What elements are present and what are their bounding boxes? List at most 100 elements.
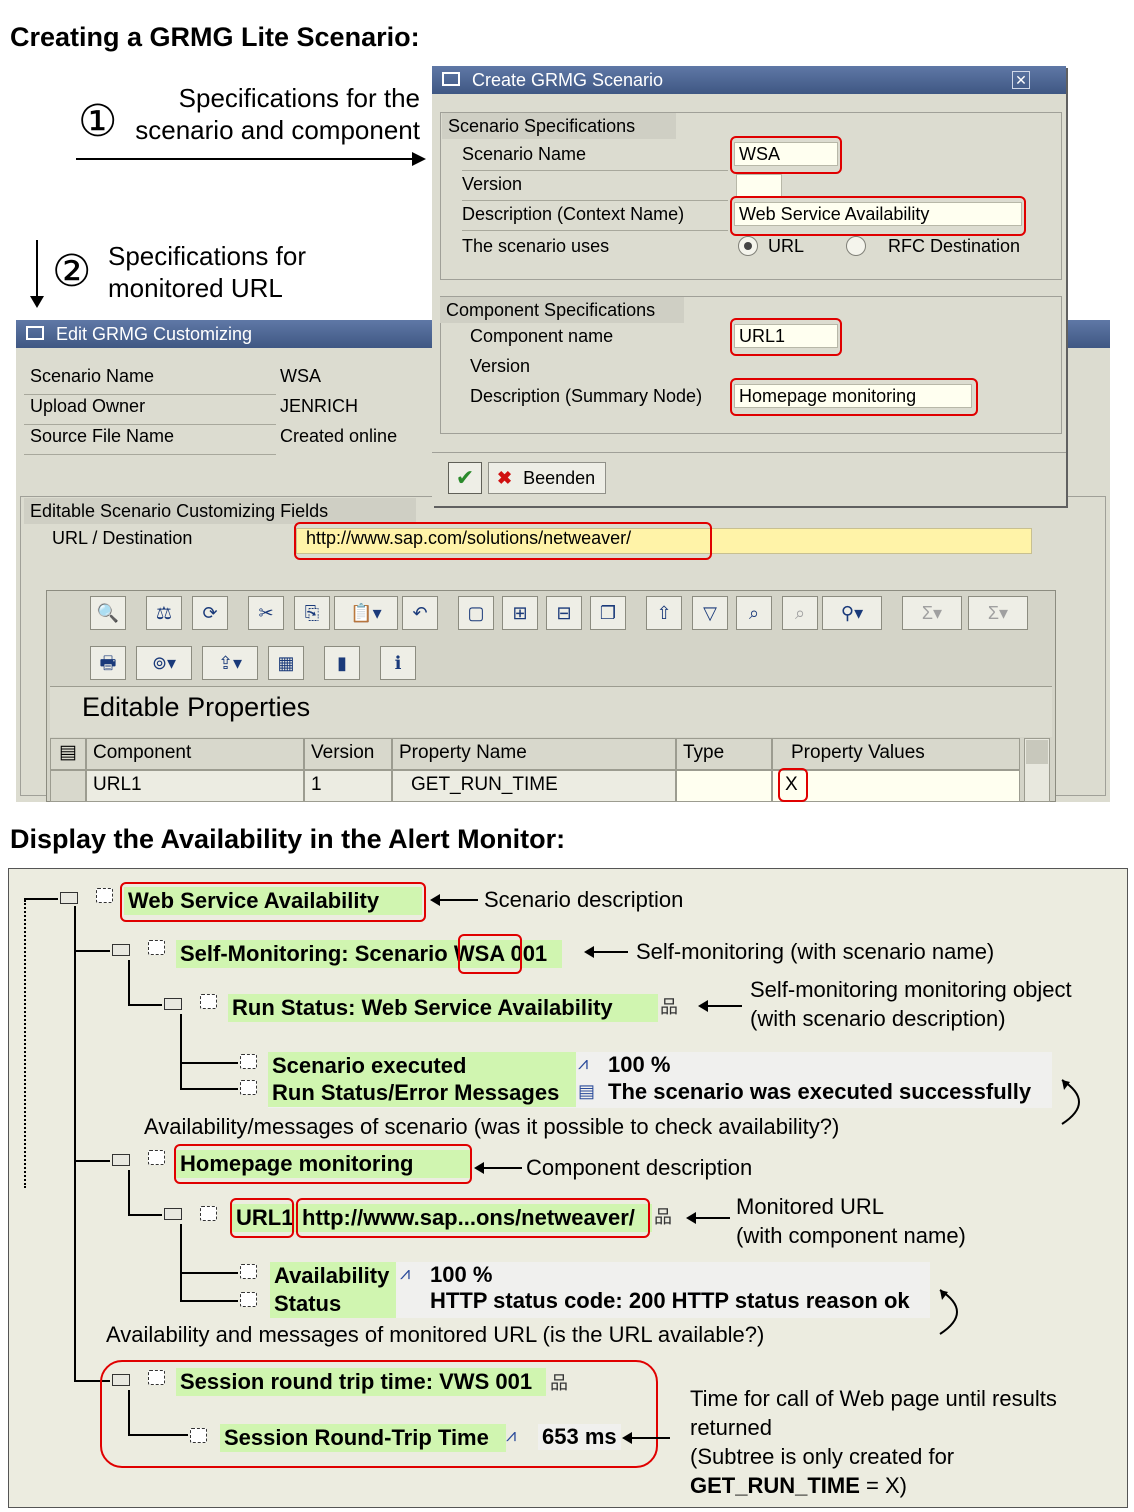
graphic-button[interactable]: ▮ (324, 646, 360, 680)
tree-node-self-monitoring[interactable]: Self-Monitoring: Scenario WSA 001 (176, 940, 562, 968)
undo-button[interactable]: ↶ (402, 596, 438, 630)
field-value-scenario-name: WSA (280, 366, 322, 386)
radio-rfc-label: RFC Destination (888, 236, 1021, 256)
col-header-type[interactable]: Type (676, 738, 772, 770)
tree-node-url[interactable]: http://www.sap...ons/netweaver/ (298, 1204, 652, 1232)
tree-node-url1[interactable]: URL1 (232, 1204, 298, 1232)
col-header-component[interactable]: Component (86, 738, 304, 770)
tree-node-session-round-trip[interactable]: Session round trip time: VWS 001 (176, 1368, 546, 1396)
version-input[interactable] (736, 174, 782, 198)
folder-icon[interactable] (112, 944, 130, 956)
cell-type[interactable] (676, 770, 772, 802)
set-filter-button[interactable]: ⚲▾ (822, 596, 882, 630)
refresh-button[interactable]: ⟳ (192, 596, 228, 630)
details-button[interactable]: 🔍 (90, 596, 126, 630)
find-button[interactable]: ⌕ (736, 596, 772, 630)
radio-rfc[interactable] (846, 236, 866, 256)
folder-icon[interactable] (112, 1154, 130, 1166)
arrowhead (698, 1000, 708, 1012)
tree-leaf-scenario-executed[interactable]: Scenario executed (268, 1052, 576, 1080)
url1-highlight (230, 1198, 294, 1238)
scroll-thumb[interactable] (1026, 740, 1048, 764)
new-row-button[interactable]: ▢ (458, 596, 494, 630)
node-checkbox-icon[interactable] (240, 1080, 257, 1095)
col-header-property-values[interactable]: Property Values (772, 738, 1020, 770)
radio-url[interactable] (738, 236, 758, 256)
node-checkbox-icon[interactable] (96, 888, 113, 903)
step-1-arrow (76, 158, 416, 160)
scenario-executed-value: 100 % (604, 1052, 675, 1078)
filter-button[interactable]: ▽ (692, 596, 728, 630)
folder-icon[interactable] (164, 1208, 182, 1220)
component-name-input[interactable]: URL1 (734, 324, 838, 348)
network-icon: 品 (660, 997, 678, 1017)
step-1-text: Specifications for the scenario and comp… (135, 83, 420, 145)
self-monitoring-suffix: 001 (510, 941, 548, 966)
subtotal-button[interactable]: Σ▾ (968, 596, 1028, 630)
row-selector[interactable] (50, 770, 86, 802)
confirm-button[interactable]: ✔ (448, 462, 482, 494)
export-button[interactable]: ⇪▾ (202, 646, 258, 680)
component-spec-group (440, 296, 1062, 434)
dialog-window-icon (442, 72, 460, 86)
node-checkbox-icon[interactable] (148, 940, 165, 955)
tree-leaf-availability[interactable]: Availability (270, 1262, 396, 1290)
tree-leaf-session-round-trip-time[interactable]: Session Round-Trip Time (220, 1424, 506, 1452)
tree-line (180, 1088, 238, 1090)
arrowhead (622, 1432, 632, 1444)
tree-node-homepage-monitoring[interactable]: Homepage monitoring (176, 1150, 470, 1178)
cell-property-name: GET_RUN_TIME (392, 770, 676, 802)
tree-line (180, 1224, 182, 1302)
tree-node-run-status[interactable]: Run Status: Web Service Availability (228, 994, 658, 1022)
description-input[interactable]: Web Service Availability (734, 202, 1022, 226)
node-checkbox-icon[interactable] (190, 1428, 207, 1443)
tree-leaf-run-status-error-messages[interactable]: Run Status/Error Messages (268, 1079, 576, 1107)
annotation-arrow (626, 1437, 670, 1439)
layout-button[interactable]: ▦ (268, 646, 304, 680)
node-checkbox-icon[interactable] (148, 1370, 165, 1385)
col-header-version[interactable]: Version (304, 738, 392, 770)
info-button[interactable]: ℹ (380, 646, 416, 680)
tree-line (180, 1272, 238, 1274)
sort-button[interactable]: ⇧ (646, 596, 682, 630)
edit-grmg-window: Edit GRMG Customizing Scenario Name WSA … (16, 320, 1110, 802)
folder-icon[interactable] (164, 998, 182, 1010)
views-button[interactable]: ⊚▾ (136, 646, 192, 680)
copy-button[interactable]: ⎘ (294, 596, 330, 630)
delete-row-button[interactable]: ⊟ (546, 596, 582, 630)
close-icon[interactable]: ✕ (1012, 71, 1030, 89)
run-status-value: The scenario was executed successfully (604, 1079, 1036, 1105)
dialog-title: Create GRMG Scenario (472, 70, 664, 90)
tree-line (74, 1380, 110, 1382)
folder-icon[interactable] (112, 1374, 130, 1386)
tree-node-web-service-availability[interactable]: Web Service Availability (124, 887, 422, 915)
url-destination-input[interactable] (296, 528, 1032, 554)
arrowhead (430, 894, 440, 906)
check-button[interactable]: ⚖ (146, 596, 182, 630)
cancel-button[interactable]: ✖ Beenden (488, 462, 606, 494)
folder-icon[interactable] (60, 892, 78, 904)
node-checkbox-icon[interactable] (240, 1292, 257, 1307)
paste-menu-button[interactable]: 📋▾ (334, 596, 398, 630)
select-all-cell[interactable]: ▤ (50, 738, 86, 770)
node-checkbox-icon[interactable] (200, 994, 217, 1009)
node-checkbox-icon[interactable] (200, 1206, 217, 1221)
node-checkbox-icon[interactable] (240, 1264, 257, 1279)
print-button[interactable]: 🖶 (90, 646, 126, 680)
node-checkbox-icon[interactable] (240, 1054, 257, 1069)
tree-leaf-status[interactable]: Status (270, 1290, 396, 1318)
arrowhead (474, 1162, 484, 1174)
annotation-time-4: GET_RUN_TIME = X) (690, 1471, 907, 1500)
sum-button[interactable]: Σ▾ (902, 596, 962, 630)
col-header-property-name[interactable]: Property Name (392, 738, 676, 770)
duplicate-row-button[interactable]: ❐ (590, 596, 626, 630)
version-label: Version (462, 174, 728, 201)
cut-button[interactable]: ✂ (248, 596, 284, 630)
find-next-button[interactable]: ⌕ (782, 596, 818, 630)
field-label-upload-owner: Upload Owner (24, 396, 276, 425)
cell-property-values[interactable]: X (772, 770, 1020, 802)
scenario-name-input[interactable]: WSA (734, 142, 838, 166)
node-checkbox-icon[interactable] (148, 1150, 165, 1165)
component-description-input[interactable]: Homepage monitoring (734, 384, 972, 408)
insert-row-button[interactable]: ⊞ (502, 596, 538, 630)
